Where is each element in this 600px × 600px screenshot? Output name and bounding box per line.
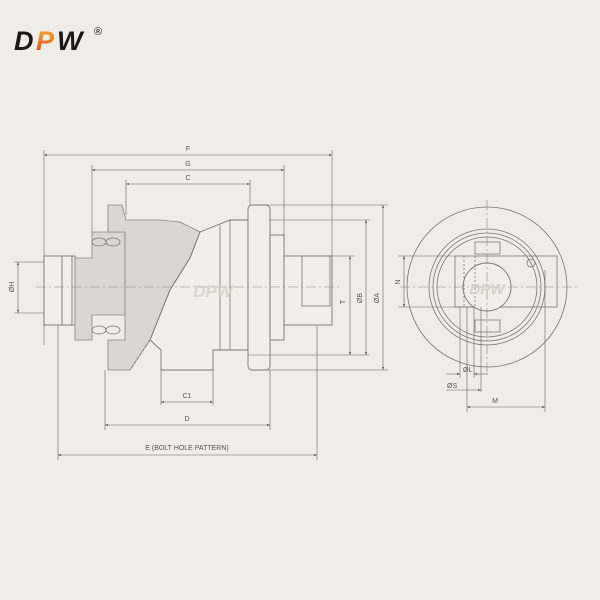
right-shaft-end [283, 255, 333, 326]
watermark-end-view: DPW [470, 281, 507, 298]
watermark: DPW [193, 282, 235, 301]
dim-a-label: ØA [374, 293, 381, 303]
dpw-logo: D P W ® [14, 26, 102, 56]
dim-d-label: D [184, 416, 189, 423]
dim-l-label: ØL [463, 367, 472, 374]
dim-c1-label: C1 [183, 393, 192, 400]
dim-g-label: G [185, 161, 190, 168]
dim-n-label: N [395, 279, 402, 284]
registered-mark: ® [94, 26, 102, 38]
dim-f-label: F [186, 146, 190, 153]
logo-p: P [36, 26, 55, 56]
right-flange [247, 204, 271, 371]
dim-e-label: E (BOLT HOLE PATTERN) [145, 445, 229, 452]
bearing-housing-section [74, 231, 126, 341]
dim-h-label: ØH [9, 282, 16, 293]
logo-d: D [14, 26, 34, 56]
logo-w: W [57, 26, 85, 56]
dim-b-label: ØB [357, 293, 364, 303]
dim-c-label: C [185, 175, 190, 182]
dim-t-label: T [340, 299, 347, 304]
dim-m-label: M [492, 398, 498, 405]
dim-s-label: ØS [447, 383, 457, 390]
end-view: DPW N ØL ØS M [395, 200, 580, 412]
side-view: F G C ØH T ØB ØA C1 D E (BOLT HOLE PATTE… [9, 146, 388, 460]
